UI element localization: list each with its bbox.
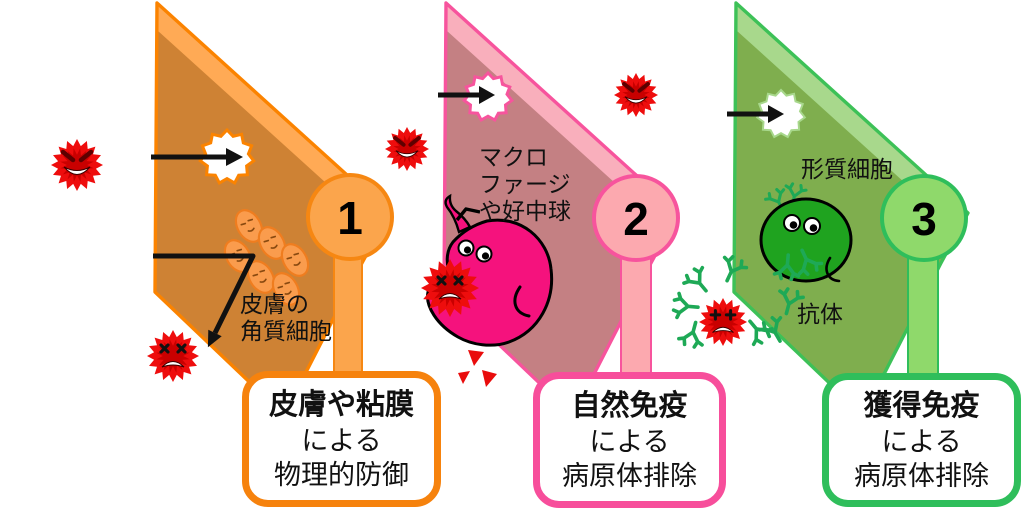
badge-1-stem [333,249,363,375]
label-box-innate-immunity: 自然免疫 による 病原体排除 [533,372,726,508]
box3-line2: による [881,426,962,457]
box3-title: 獲得免疫 [863,389,980,422]
badge-2-circle [592,174,680,262]
badge-3-stem [907,249,939,377]
label-box-skin-barrier: 皮膚や粘膜 による 物理的防御 [242,371,441,507]
virus-icon-attacking [51,139,103,191]
box2-line3: 病原体排除 [562,460,697,491]
virus-icon-attacking [385,127,429,171]
box1-line2: による [301,425,382,456]
box1-title: 皮膚や粘膜 [268,388,414,421]
macrophage-label-line1: マクロ [479,144,548,170]
antibody-y-icon [679,262,717,301]
label-box-acquired-immunity: 獲得免疫 による 病原体排除 [822,373,1021,507]
badge-2-stem [620,249,652,377]
badge-3-circle [880,174,968,262]
macrophage-label-pointer [455,207,481,222]
box1-line3: 物理的防御 [274,459,409,490]
keratinocyte-label-line2: 角質細胞 [240,318,332,344]
virus-icon-neutralized [699,298,747,346]
badge-3-number: 3 [911,193,937,245]
badge-2-number: 2 [623,193,649,245]
plasma-cell-label: 形質細胞 [801,156,893,182]
box2-line2: による [589,426,670,457]
virus-debris-triangles [458,350,497,387]
macrophage-label-line3: や好中球 [479,198,571,224]
macrophage-horn [444,193,472,234]
keratinocyte-label-line1: 皮膚の [240,291,309,317]
box2-title: 自然免疫 [571,389,688,422]
virus-icon-being-eaten [421,259,479,317]
antibody-label: 抗体 [797,301,843,327]
virus-icon-dead [147,330,199,382]
attack-arrow-1 [151,148,243,166]
virus-icon-attacking [614,73,658,117]
attack-arrow-2 [438,86,495,104]
plasma-cell-icon [759,181,853,283]
box3-line3: 病原体排除 [854,460,989,491]
badge-1-number: 1 [337,192,363,244]
macrophage-label: マクロ ファージ や好中球 [479,144,571,225]
antibody-y-icon [671,291,701,321]
attack-arrow-3 [727,105,784,123]
macrophage-cell-icon [426,193,554,347]
keratinocyte-label: 皮膚の 角質細胞 [240,291,332,345]
macrophage-label-line2: ファージ [479,171,571,197]
badge-1-circle [306,173,394,261]
bounce-arrow-1 [153,253,256,348]
